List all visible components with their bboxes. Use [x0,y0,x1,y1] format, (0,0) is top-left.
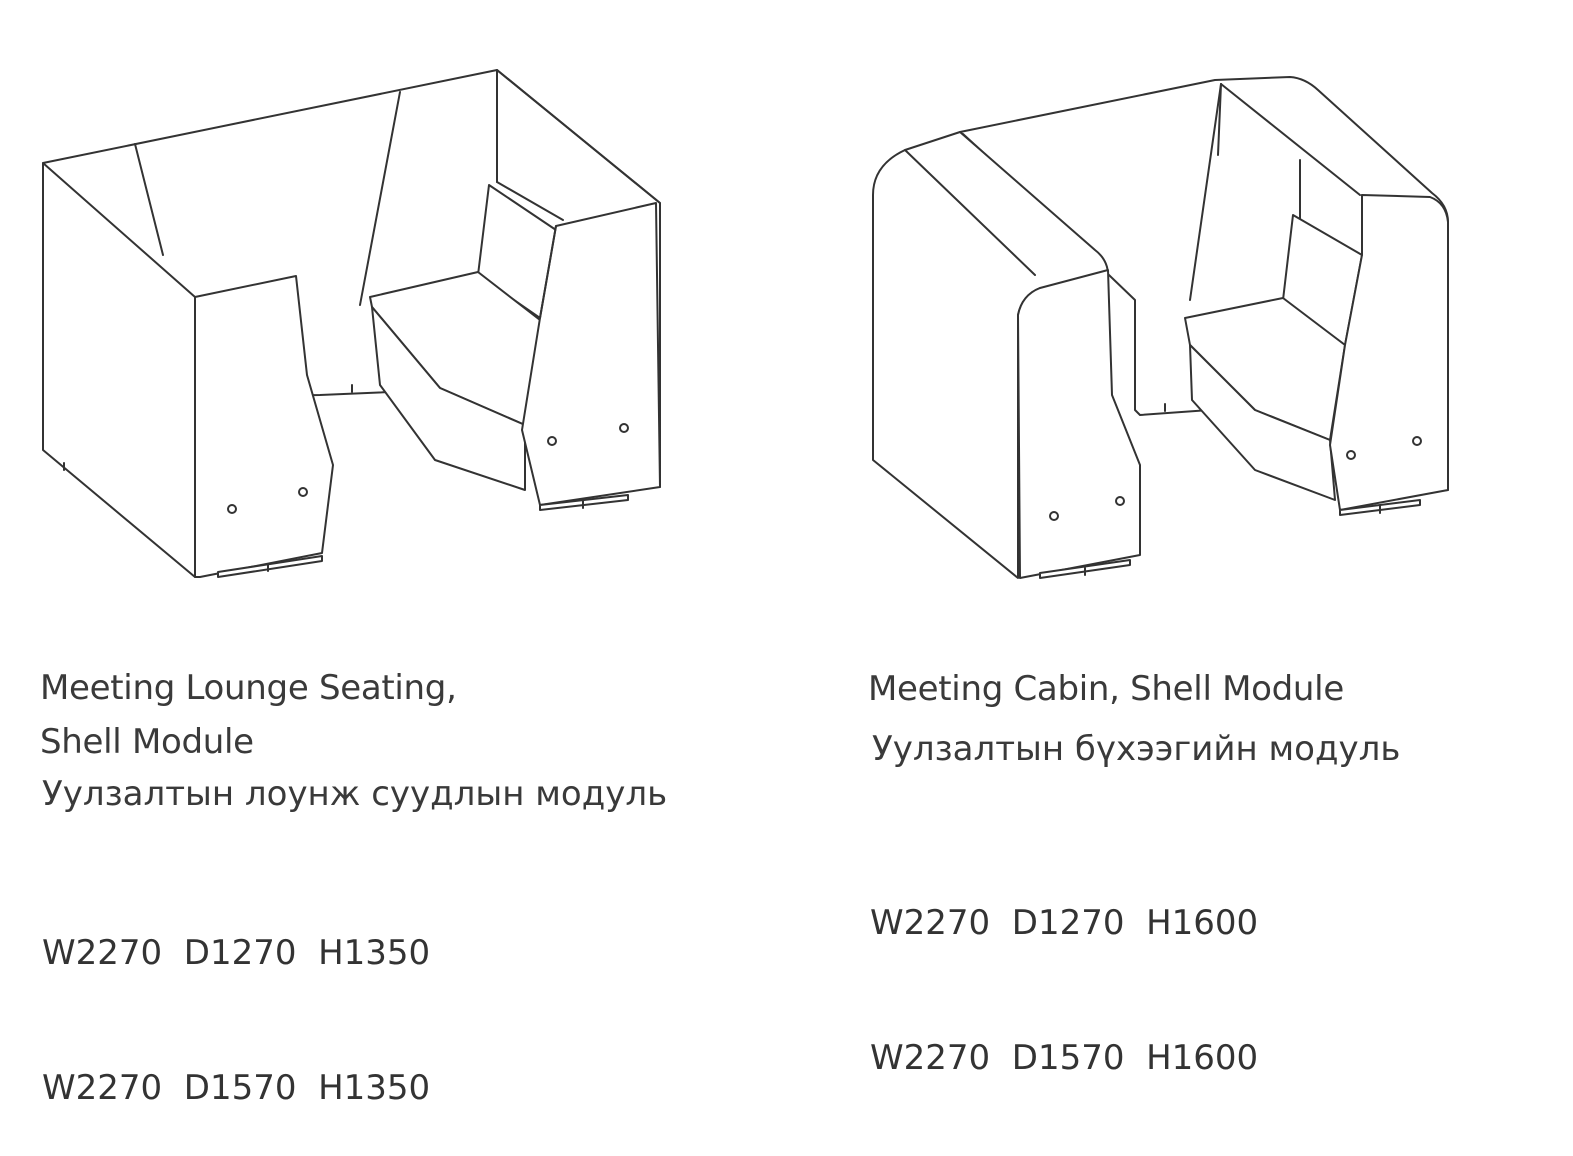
lounge-left-end-panel [194,275,334,578]
cabin-right-hole-2 [1412,436,1422,446]
lounge-right-hole-2 [619,423,629,433]
cabin-right-hole-1 [1346,450,1356,460]
lounge-seating-drawing [42,69,661,578]
product-1-dimension-line-2: W2270 D1570 H1350 [42,1068,431,1108]
lounge-right-hole-1 [547,436,557,446]
cabin-left-hole-2 [1115,496,1125,506]
cabin-back-inner-top [1220,83,1361,196]
cabin-left-end-panel [1017,269,1141,579]
lounge-left-base [217,555,323,578]
cabin-drawing [872,76,1449,579]
cabin-left-shell-top-edge [904,149,1036,276]
product-2-name-line-1: Meeting Cabin, Shell Module [868,669,1344,709]
product-1-name-mongolian: Уулзалтын лоунж суудлын модуль [42,774,668,814]
lounge-back-seam-left [134,143,164,256]
cabin-back-seam-right [1189,83,1222,301]
cabin-right-end-panel [1329,194,1449,511]
lounge-right-seat-front [371,306,526,491]
lounge-right-wall-inner-top [496,181,564,221]
product-1-dimensions: W2270 D1270 H1350 W2270 D1570 H1350 [42,841,430,1156]
lounge-right-side-top [496,69,661,204]
product-2-dimensions: W2270 D1270 H1600 W2270 D1570 H1600 [870,811,1258,1126]
product-2-name: Meeting Cabin, Shell Module [868,662,1344,716]
product-1-name-line-2: Shell Module [40,722,254,762]
cabin-back-inner-left [1217,83,1222,156]
cabin-right-seat-front [1189,344,1336,501]
product-2-name-mongolian: Уулзалтын бүхээгийн модуль [872,729,1401,769]
cabin-left-hole-1 [1049,511,1059,521]
lounge-right-end-front-edge [539,225,557,319]
product-1-dimension-line-1: W2270 D1270 H1350 [42,933,431,973]
product-2-dimension-line-2: W2270 D1570 H1600 [870,1038,1259,1078]
lounge-back-seam-right [359,91,401,306]
product-line-drawings [42,69,1449,579]
lounge-left-hole-2 [298,487,308,497]
product-2-dimension-line-1: W2270 D1270 H1600 [870,903,1259,943]
product-1-name: Meeting Lounge Seating, Shell Module [40,661,457,769]
product-1-name-line-1: Meeting Lounge Seating, [40,668,457,708]
lounge-left-hole-1 [227,504,237,514]
